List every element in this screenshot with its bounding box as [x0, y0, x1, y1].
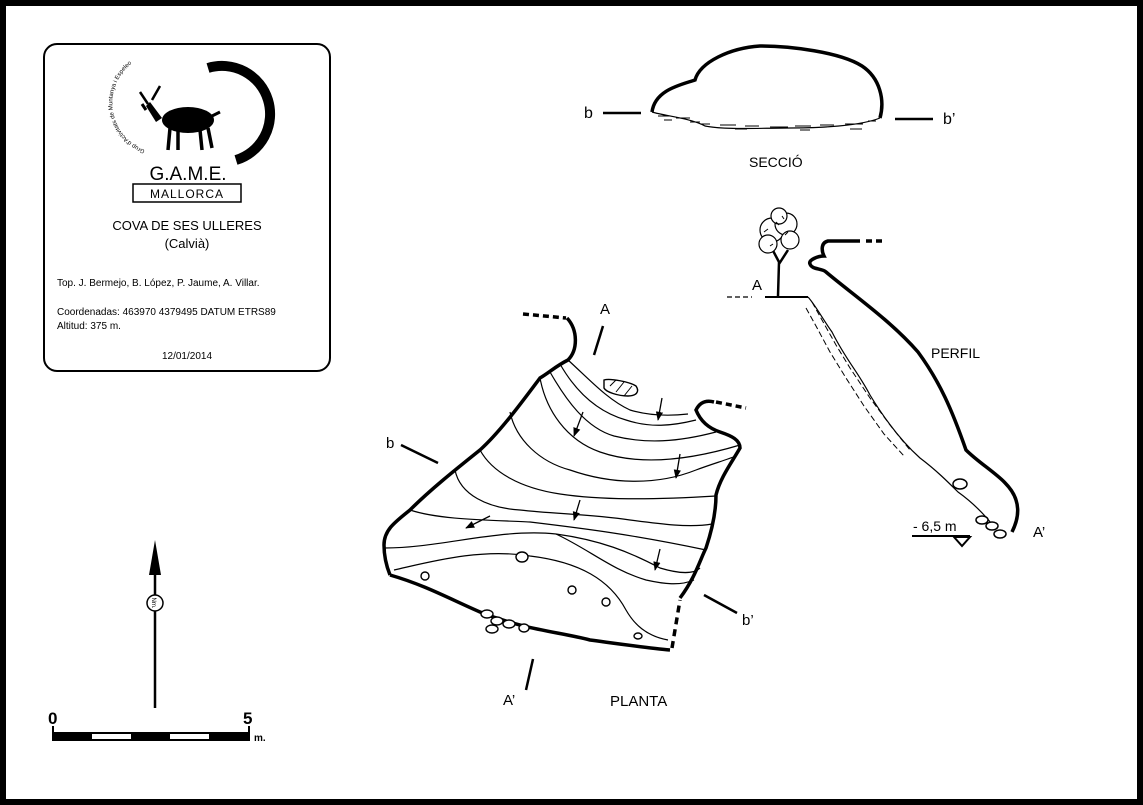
scale-start-label: 0: [48, 709, 57, 728]
section-left-label: b: [584, 105, 593, 122]
title-block: COVA DE SES ULLERES (Calvià) Top. J. Ber…: [43, 43, 331, 372]
game-logo: Grup d'Activitats de Muntanya i Espeleo …: [108, 52, 276, 203]
scale-unit-label: m.: [254, 733, 266, 744]
logo-region: MALLORCA: [150, 187, 224, 201]
plan-b-label: b: [386, 435, 394, 452]
municipality: (Calvià): [164, 236, 210, 251]
scale-end-label: 5: [243, 709, 252, 728]
section-right-label: b’: [943, 111, 955, 128]
coordinates: Coordenadas: 463970 4379495 DATUM ETRS89: [57, 307, 276, 318]
plan-a-label: A: [600, 301, 610, 318]
profile-title: PERFIL: [931, 345, 980, 361]
logo-name: G.A.M.E.: [149, 164, 226, 185]
north-label: Nm.: [150, 598, 156, 609]
slope-arrows: [465, 397, 681, 571]
goat-icon: [138, 85, 221, 151]
section-title: SECCIÓ: [749, 154, 803, 170]
profile-end-label: A’: [1033, 524, 1045, 541]
plan-a-prime-label: A’: [503, 692, 515, 709]
profile-rocks: [952, 478, 1007, 539]
plan-b-prime-label: b’: [742, 612, 754, 629]
depth-label: - 6,5 m: [913, 518, 957, 534]
plan-view: A A’ b b’ PLANTA: [382, 301, 754, 710]
profile-view: - 6,5 m A A’ PERFIL: [727, 207, 1045, 548]
plan-rocks: [420, 378, 643, 640]
contour-lines: [384, 359, 741, 641]
altitude: Altitud: 375 m.: [57, 321, 121, 332]
cross-section: b b’ SECCIÓ: [584, 44, 955, 170]
survey-date: 12/01/2014: [161, 351, 213, 362]
north-arrow: Nm.: [146, 540, 164, 708]
topographers: Top. J. Bermejo, B. López, P. Jaume, A. …: [57, 278, 260, 289]
cave-name: COVA DE SES ULLERES: [112, 218, 262, 233]
scale-bar: 0 5 m.: [48, 709, 266, 744]
profile-start-label: A: [752, 277, 762, 294]
logo-ring-left-text: Grup d'Activitats de Muntanya i Espeleo: [108, 60, 145, 154]
tree-icon: [758, 207, 800, 297]
plan-title: PLANTA: [610, 693, 667, 710]
